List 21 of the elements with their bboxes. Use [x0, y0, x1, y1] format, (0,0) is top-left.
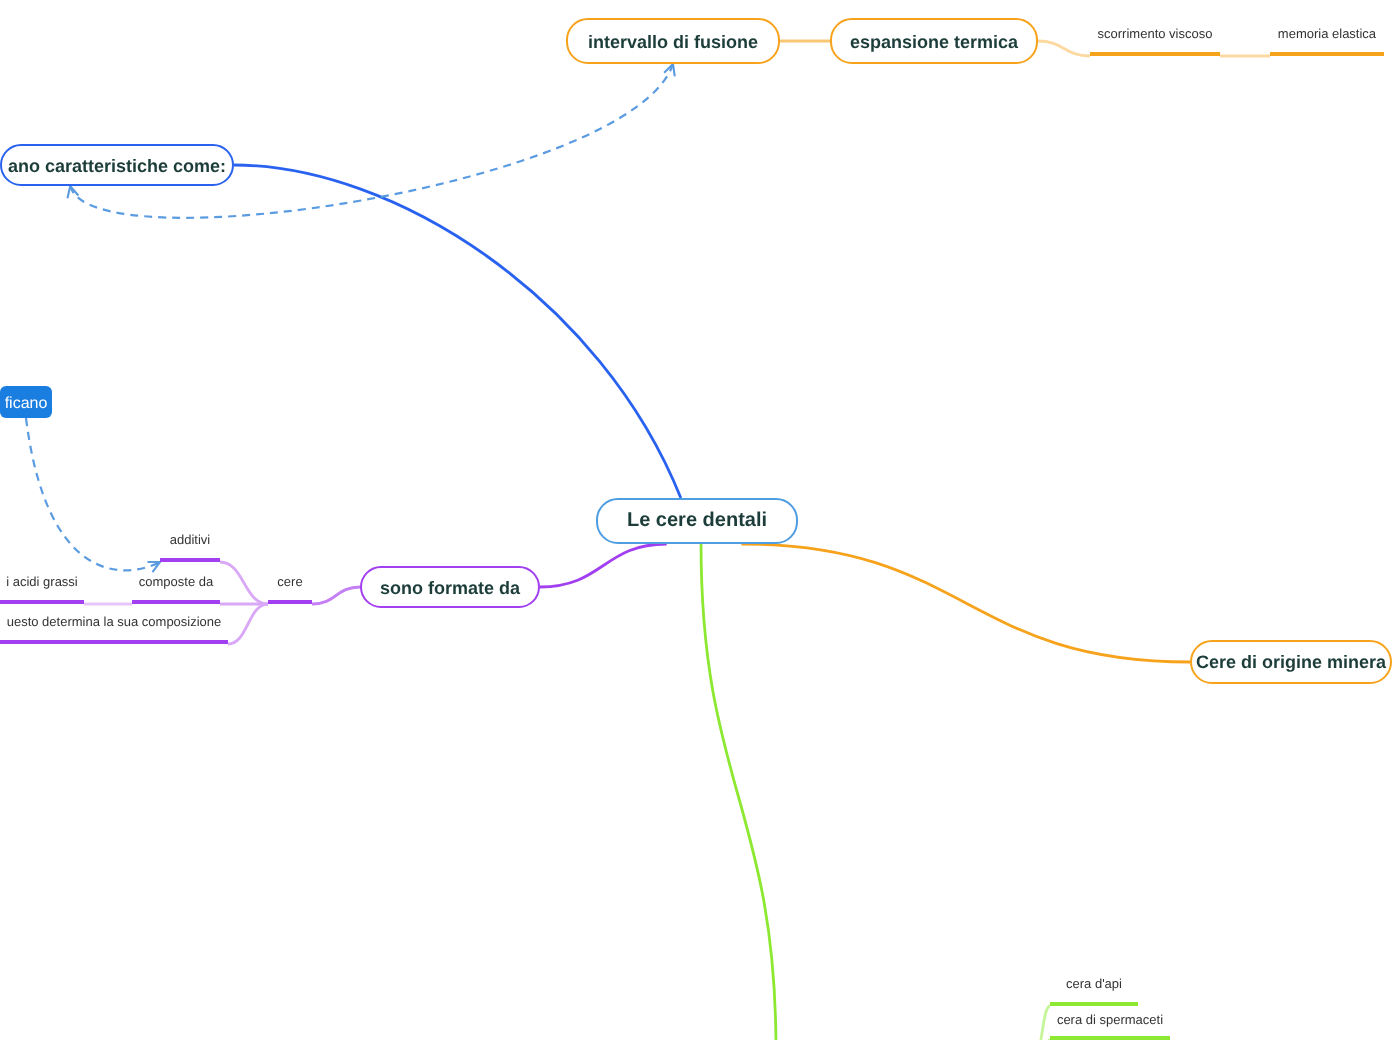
- connector-line: [227, 602, 269, 646]
- connector-line: [780, 39, 830, 43]
- connector-line: [699, 543, 778, 1040]
- arrow: [24, 417, 162, 573]
- topic-box: Cere di origine minera: [1190, 640, 1392, 684]
- arrow: [69, 62, 675, 219]
- connector-line: [1220, 54, 1270, 58]
- connector-line: [220, 602, 268, 606]
- topic-box: ano caratteristiche come:: [0, 144, 234, 186]
- connector-line: [219, 560, 269, 606]
- connector-line: [311, 585, 361, 606]
- connector-line: [84, 602, 132, 606]
- topic-box: ficano: [0, 386, 52, 418]
- topic-box: espansione termica: [830, 18, 1038, 64]
- connector-line: [1037, 39, 1091, 58]
- topic-box: intervallo di fusione: [566, 18, 780, 64]
- topic-box: Le cere dentali: [596, 498, 798, 544]
- connector-line: [233, 163, 683, 499]
- topic-box: sono formate da: [360, 566, 540, 608]
- connector-line: [539, 542, 667, 589]
- connector-line: [741, 542, 1191, 664]
